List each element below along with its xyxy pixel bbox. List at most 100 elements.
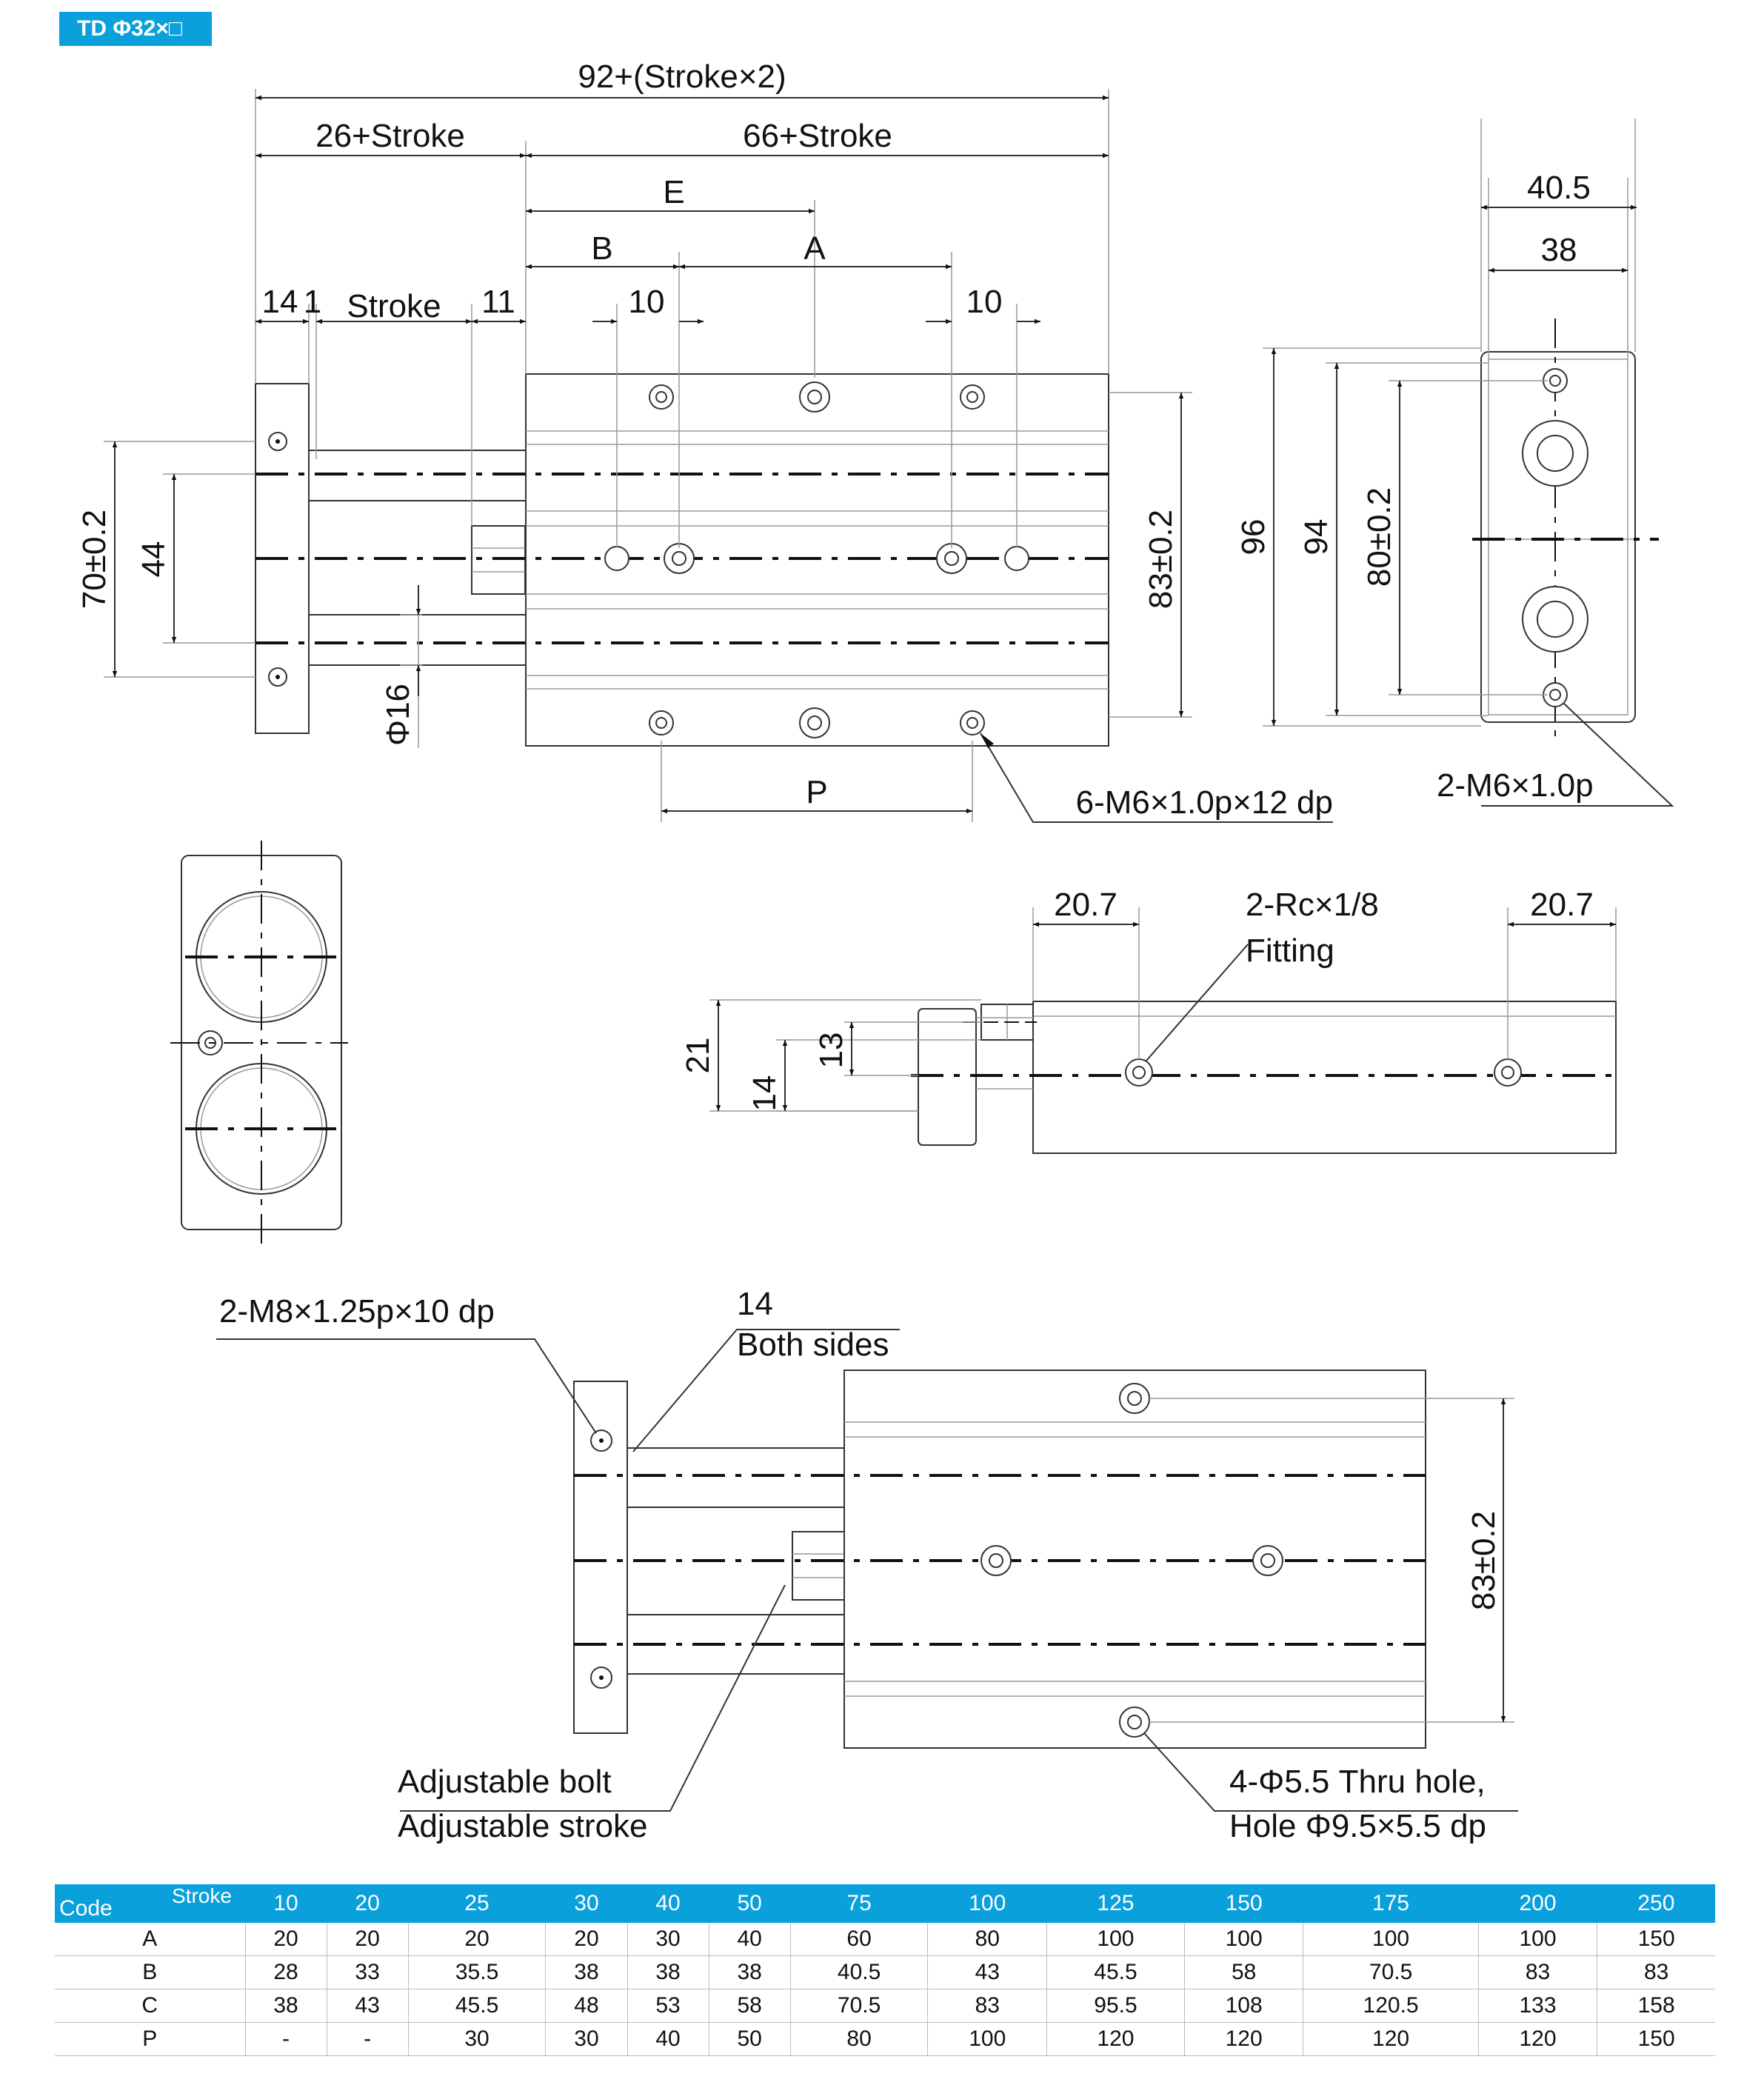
table-cell: 45.5	[1046, 1955, 1185, 1989]
table-cell: 38	[244, 1989, 327, 2023]
dim-left-len: 26+Stroke	[315, 118, 465, 154]
dim-94: 94	[1298, 519, 1334, 556]
stroke-col: 200	[1478, 1884, 1597, 1923]
dim-a: A	[804, 230, 826, 267]
callout-adj-stroke: Adjustable stroke	[398, 1808, 648, 1844]
dim-e: E	[663, 174, 684, 210]
table-cell: 158	[1597, 1989, 1715, 2023]
dim-b: B	[591, 230, 612, 267]
callout-thru: 4-Φ5.5 Thru hole,	[1229, 1764, 1486, 1800]
row-code: B	[55, 1955, 245, 1989]
dim-10a: 10	[629, 284, 665, 320]
table-cell: 20	[326, 1923, 409, 1956]
table-cell: 120	[1046, 2022, 1185, 2056]
stroke-col: 150	[1184, 1884, 1303, 1923]
table-cell: 133	[1477, 1989, 1597, 2023]
dim-80: 80±0.2	[1361, 487, 1397, 587]
stroke-col: 30	[545, 1884, 628, 1923]
table-cell: 40.5	[789, 1955, 928, 1989]
table-cell: -	[244, 2022, 327, 2056]
callout-14: 14	[737, 1286, 773, 1322]
dim-44: 44	[136, 541, 172, 578]
table-cell: 150	[1597, 2022, 1715, 2056]
table-cell: 108	[1183, 1989, 1303, 2023]
table-cell: -	[326, 2022, 409, 2056]
end-view: 40.5 38 96 94 80±0.2 2-M6×1.0p	[1235, 119, 1674, 807]
dim-phi16: Φ16	[380, 684, 416, 746]
table-cell: 83	[1597, 1955, 1715, 1989]
dim-stroke: Stroke	[347, 288, 441, 324]
row-code: A	[55, 1923, 245, 1956]
table-cell: 43	[927, 1955, 1047, 1989]
mount-holes	[268, 381, 1029, 738]
stroke-col: 175	[1303, 1884, 1479, 1923]
dim-38: 38	[1541, 232, 1577, 268]
table-cell: 33	[326, 1955, 409, 1989]
table-cell: 50	[708, 2022, 791, 2056]
dim-13: 13	[813, 1033, 849, 1069]
callout-m6: 6-M6×1.0p×12 dp	[1076, 784, 1333, 821]
table-cell: 83	[1477, 1955, 1597, 1989]
table-cell: 80	[789, 2022, 928, 2056]
stroke-label: Stroke	[172, 1884, 232, 1907]
code-label: Code	[59, 1896, 113, 1921]
bottom-view: 2-M8×1.25p×10 dp 14 Both sides Adjustabl…	[216, 1286, 1518, 1844]
stroke-col: 125	[1046, 1884, 1185, 1923]
table-cell: 100	[927, 2022, 1047, 2056]
spec-header-row: Code Stroke 10 20 25 30 40 50 75 100 125…	[55, 1884, 1715, 1923]
plate-view	[170, 841, 348, 1252]
technical-drawing: 92+(Stroke×2) 26+Stroke 66+Stroke E B A …	[76, 59, 1674, 1844]
dim-207a: 20.7	[1054, 887, 1117, 923]
table-cell: 43	[326, 1989, 409, 2023]
dim-p: P	[806, 774, 827, 810]
table-cell: 38	[627, 1955, 709, 1989]
stroke-col: 50	[709, 1884, 791, 1923]
dim-207b: 20.7	[1530, 887, 1594, 923]
dim-96: 96	[1235, 519, 1272, 556]
callout-both-sides: Both sides	[737, 1327, 889, 1363]
table-cell: 45.5	[407, 1989, 546, 2023]
table-cell: 100	[1303, 1923, 1479, 1956]
side-view: 20.7 2-Rc×1/8 Fitting 20.7 21 14 13	[680, 887, 1617, 1154]
stroke-col: 40	[627, 1884, 709, 1923]
table-cell: 20	[545, 1923, 628, 1956]
callout-cbore: Hole Φ9.5×5.5 dp	[1229, 1808, 1486, 1844]
dim-14: 14	[262, 284, 298, 320]
model-badge: TD Φ32×□	[59, 12, 212, 46]
table-cell: 70.5	[789, 1989, 928, 2023]
table-cell: 35.5	[407, 1955, 546, 1989]
stroke-col: 20	[327, 1884, 409, 1923]
dim-right-len: 66+Stroke	[743, 118, 892, 154]
table-cell: 60	[789, 1923, 928, 1956]
spec-table: Code Stroke 10 20 25 30 40 50 75 100 125…	[55, 1884, 1715, 2056]
table-cell: 48	[545, 1989, 628, 2023]
dim-1: 1	[304, 284, 321, 320]
dim-10b: 10	[966, 284, 1003, 320]
dim-21: 21	[680, 1038, 716, 1074]
table-cell: 40	[708, 1923, 791, 1956]
table-cell: 30	[627, 1923, 709, 1956]
table-cell: 100	[1183, 1923, 1303, 1956]
table-cell: 58	[708, 1989, 791, 2023]
stroke-col: 25	[408, 1884, 546, 1923]
table-cell: 38	[545, 1955, 628, 1989]
dim-14-side: 14	[746, 1075, 783, 1112]
spec-corner-cell: Code Stroke	[55, 1884, 245, 1923]
dim-11: 11	[481, 284, 515, 320]
stroke-col: 10	[245, 1884, 327, 1923]
table-cell: 30	[407, 2022, 546, 2056]
table-cell: 20	[407, 1923, 546, 1956]
callout-rc: 2-Rc×1/8	[1246, 887, 1379, 923]
stroke-col: 100	[927, 1884, 1047, 1923]
table-cell: 30	[545, 2022, 628, 2056]
table-cell: 58	[1183, 1955, 1303, 1989]
table-cell: 150	[1597, 1923, 1715, 1956]
top-view: 92+(Stroke×2) 26+Stroke 66+Stroke E B A …	[76, 59, 1333, 823]
table-cell: 28	[244, 1955, 327, 1989]
row-code: P	[55, 2022, 245, 2056]
